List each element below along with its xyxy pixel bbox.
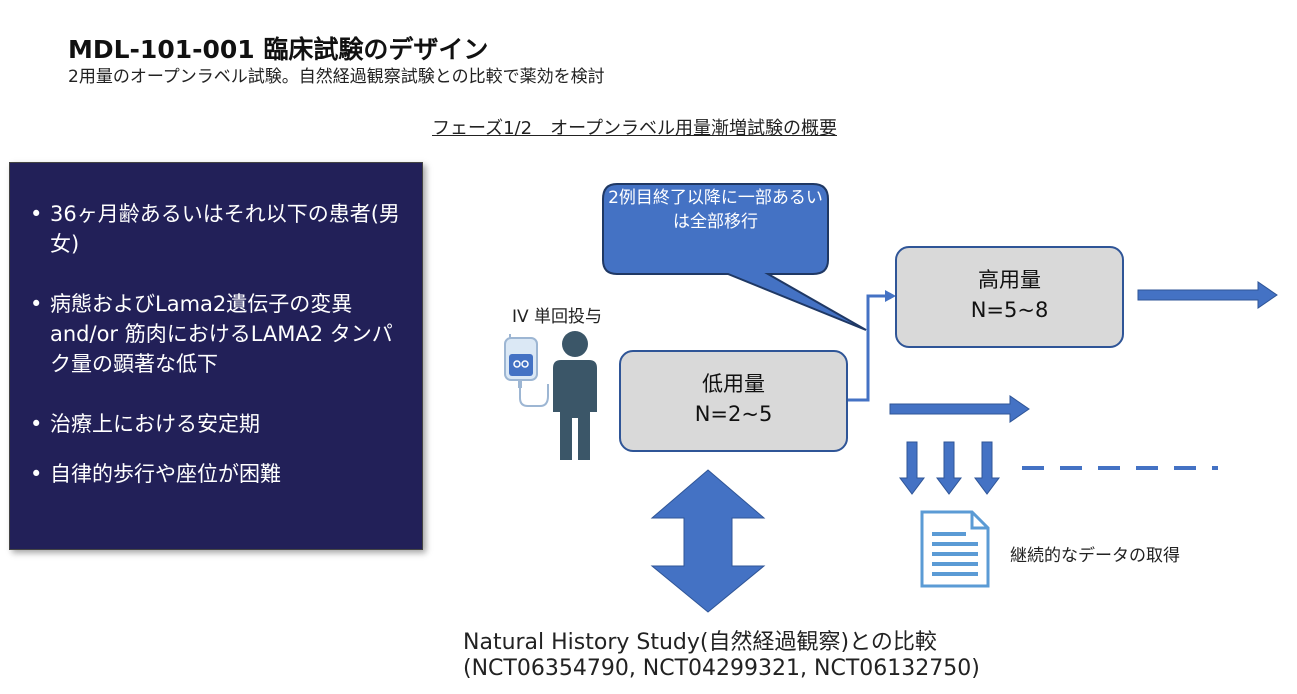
patient-icon: [553, 331, 597, 460]
criteria-item: 自律的歩行や座位が困難: [28, 459, 408, 489]
page-subtitle: 2用量のオープンラベル試験。自然経過観察試験との比較で薬効を検討: [68, 67, 605, 87]
inclusion-criteria-panel: 36ヶ月齢あるいはそれ以下の患者(男女) 病態およびLama2遺伝子の変異and…: [9, 162, 423, 550]
phase-heading: フェーズ1/2 オープンラベル用量漸増試験の概要: [432, 118, 837, 139]
down-arrow: [899, 441, 925, 495]
iv-dosing-label: IV 単回投与: [512, 307, 603, 327]
escalation-connector: [848, 294, 886, 402]
escalation-arrowhead: [885, 290, 896, 302]
high-dose-count: N=5~8: [970, 298, 1049, 322]
callout-text: 2例目終了以降に一部あるいは全部移行: [608, 188, 823, 232]
low-dose-count: N=2~5: [694, 402, 773, 426]
comparison-double-arrow: [650, 469, 766, 613]
natural-history-title: Natural History Study(自然経過観察)との比較: [463, 630, 937, 655]
document-icon: [920, 510, 990, 588]
criteria-item: 病態およびLama2遺伝子の変異and/or 筋肉におけるLAMA2 タンパク量…: [28, 289, 408, 379]
callout-bubble: [602, 183, 867, 331]
criteria-item: 36ヶ月齢あるいはそれ以下の患者(男女): [28, 199, 408, 259]
high-dose-arrow: [1137, 281, 1278, 309]
natural-history-trial-ids: (NCT06354790, NCT04299321, NCT06132750): [463, 656, 980, 681]
iv-bag-icon: [504, 334, 549, 407]
low-dose-arrow: [889, 395, 1030, 423]
low-dose-name: 低用量: [702, 372, 765, 396]
down-arrow: [974, 441, 1000, 495]
high-dose-box: 高用量 N=5~8: [895, 246, 1124, 348]
down-arrow: [936, 441, 962, 495]
high-dose-name: 高用量: [978, 268, 1041, 292]
criteria-list: 36ヶ月齢あるいはそれ以下の患者(男女) 病態およびLama2遺伝子の変異and…: [10, 163, 422, 489]
page-title: MDL-101-001 臨床試験のデザイン: [68, 35, 489, 64]
low-dose-box: 低用量 N=2~5: [619, 350, 848, 452]
criteria-item: 治療上における安定期: [28, 409, 408, 439]
data-collection-label: 継続的なデータの取得: [1010, 546, 1180, 566]
